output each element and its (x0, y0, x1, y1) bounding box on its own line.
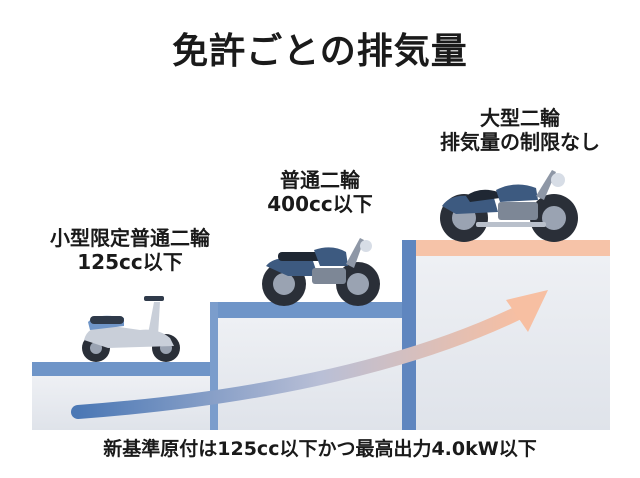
label-large-license: 大型二輪 排気量の制限なし (410, 106, 630, 154)
footnote: 新基準原付は125cc以下かつ最高出力4.0kW以下 (103, 438, 537, 460)
label-small-license: 小型限定普通二輪 125cc以下 (20, 226, 240, 274)
license-name: 大型二輪 (480, 106, 560, 130)
scooter-icon (82, 296, 180, 362)
license-displacement: 400cc以下 (267, 192, 373, 216)
license-displacement: 排気量の制限なし (440, 130, 600, 154)
license-displacement: 125cc以下 (77, 250, 183, 274)
standard-motorcycle-icon (262, 238, 380, 306)
label-normal-license: 普通二輪 400cc以下 (240, 168, 400, 216)
growth-arrow (71, 290, 548, 419)
license-name: 小型限定普通二輪 (50, 226, 210, 250)
step-large (402, 240, 610, 430)
cruiser-motorcycle-icon (440, 170, 578, 242)
page-title: 免許ごとの排気量 (172, 31, 468, 72)
license-name: 普通二輪 (280, 168, 360, 192)
